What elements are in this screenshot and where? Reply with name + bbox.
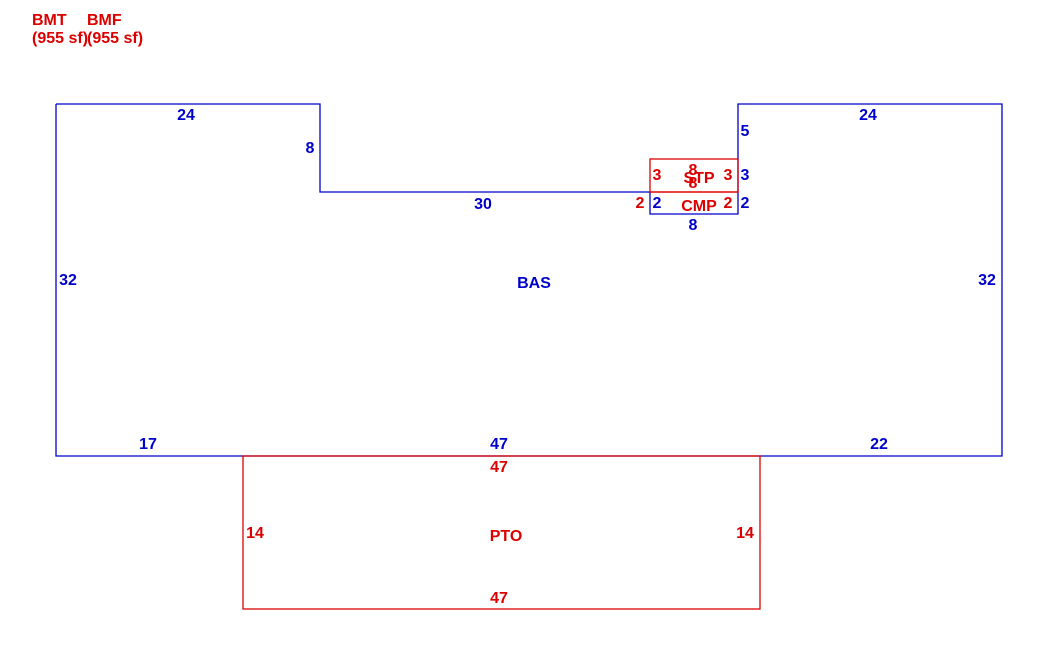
bas-dim-notch-right: 5 <box>741 123 750 140</box>
stp-dim-right: 3 <box>724 167 733 184</box>
pto-dim-top: 47 <box>490 459 508 476</box>
stp-dim-top: 8 <box>689 162 698 179</box>
bas-dim-top-left: 24 <box>177 107 195 124</box>
cmp-dim-right: 2 <box>724 195 733 212</box>
bas-dim-bottom-right: 22 <box>870 436 888 453</box>
bas-dim-bottom-left: 17 <box>139 436 157 453</box>
bmt-area: (955 sf) <box>32 30 89 47</box>
bas-dim-cmp-left: 2 <box>653 195 662 212</box>
cmp-label: CMP <box>681 198 717 215</box>
bmf-area-label: BMF (955 sf) <box>87 12 143 48</box>
stp-dimensions: 8 3 3 STP <box>653 162 733 187</box>
pto-dim-right: 14 <box>736 525 754 542</box>
bas-dim-right: 32 <box>978 272 996 289</box>
bmf-area: (955 sf) <box>87 30 144 47</box>
cmp-dimensions: 8 2 2 CMP <box>636 175 733 215</box>
bas-dim-cmp-right: 2 <box>741 195 750 212</box>
bas-dim-notch-bottom: 30 <box>474 196 492 213</box>
bmt-code: BMT <box>32 12 67 29</box>
pto-outline <box>242 455 761 610</box>
bas-dim-notch-left: 8 <box>306 140 315 157</box>
stp-dim-left: 3 <box>653 167 662 184</box>
bas-dimensions: 24 8 30 24 5 3 2 2 8 32 32 17 47 22 BAS <box>59 107 996 453</box>
bas-label: BAS <box>517 275 551 292</box>
pto-dimensions: 47 14 14 47 PTO <box>246 459 754 607</box>
bmf-code: BMF <box>87 12 122 29</box>
bas-dim-stp-right: 3 <box>741 167 750 184</box>
bmt-area-label: BMT (955 sf) <box>32 12 88 48</box>
bas-dim-left: 32 <box>59 272 77 289</box>
cmp-dim-left: 2 <box>636 195 645 212</box>
cmp-dim-top: 8 <box>689 175 698 192</box>
bas-dim-cmp-bottom: 8 <box>689 217 698 234</box>
pto-dim-left: 14 <box>246 525 264 542</box>
pto-dim-bottom: 47 <box>490 590 508 607</box>
pto-label: PTO <box>490 528 523 545</box>
bas-dim-top-right: 24 <box>859 107 877 124</box>
bas-dim-bottom-mid: 47 <box>490 436 508 453</box>
stp-label: STP <box>683 170 714 187</box>
